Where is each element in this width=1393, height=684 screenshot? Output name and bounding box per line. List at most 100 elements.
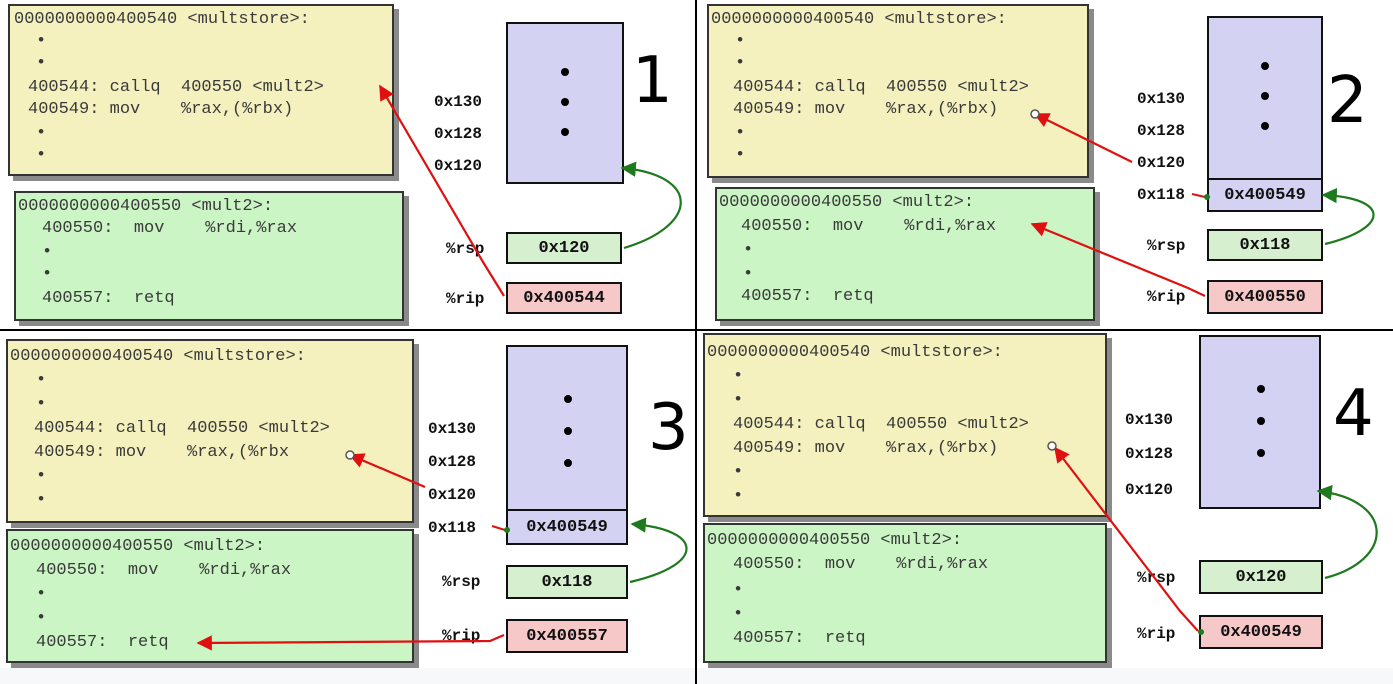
stack-address: 0x130 bbox=[1137, 90, 1186, 108]
stack-dot bbox=[564, 427, 572, 435]
stack-address: 0x128 bbox=[434, 125, 483, 143]
multstore-code-box: 0000000000400540 <multstore>: • • 400544… bbox=[6, 339, 414, 523]
stack-address: 0x130 bbox=[434, 93, 483, 111]
code-dot: • bbox=[733, 605, 744, 624]
code-dot: • bbox=[36, 146, 47, 165]
rsp-label: %rsp bbox=[1147, 237, 1186, 255]
multstore-code-box: 0000000000400540 <multstore>: • • 400544… bbox=[8, 4, 394, 176]
code-dot: • bbox=[733, 581, 744, 600]
stack-address: 0x128 bbox=[1137, 122, 1186, 140]
stack-dot bbox=[564, 459, 572, 467]
stack-dot bbox=[561, 68, 569, 76]
stack-dot bbox=[1261, 122, 1269, 130]
multstore-header: 0000000000400540 <multstore>: bbox=[707, 343, 1003, 362]
stack-dot bbox=[561, 128, 569, 136]
stack-address: 0x128 bbox=[428, 453, 477, 471]
stack-address: 0x130 bbox=[1125, 411, 1174, 429]
code-dot: • bbox=[735, 146, 746, 165]
mov-instruction: 400550: mov %rdi,%rax bbox=[36, 561, 292, 580]
step-number: 3 bbox=[648, 391, 689, 465]
stack-dot bbox=[1257, 417, 1265, 425]
stack-dot bbox=[564, 395, 572, 403]
panel-1: 0000000000400540 <multstore>: • • 400544… bbox=[0, 0, 695, 329]
multstore-header: 0000000000400540 <multstore>: bbox=[711, 10, 1007, 29]
rsp-register: 0x120 bbox=[506, 232, 622, 264]
code-dot: • bbox=[735, 124, 746, 143]
mult2-code-box: 0000000000400550 <mult2>: 400550: mov %r… bbox=[703, 523, 1107, 663]
rip-label: %rip bbox=[442, 627, 481, 645]
code-dot: • bbox=[36, 32, 47, 51]
multstore-code-box: 0000000000400540 <multstore>: • • 400544… bbox=[707, 4, 1089, 178]
code-dot: • bbox=[733, 463, 744, 482]
mult2-header: 0000000000400550 <mult2>: bbox=[719, 193, 975, 212]
mult2-code-box: 0000000000400550 <mult2>: 400550: mov %r… bbox=[6, 529, 414, 663]
multstore-code-box: 0000000000400540 <multstore>: • • 400544… bbox=[703, 333, 1107, 517]
stack-slot: 0x400549 bbox=[1207, 178, 1323, 212]
callq-instruction: 400544: callq 400550 <mult2> bbox=[733, 415, 1029, 434]
mov-instruction: 400550: mov %rdi,%rax bbox=[42, 219, 298, 238]
callq-instruction: 400544: callq 400550 <mult2> bbox=[34, 419, 330, 438]
stack bbox=[1207, 16, 1323, 184]
slot-address: 0x118 bbox=[1137, 186, 1186, 204]
mult2-code-box: 0000000000400550 <mult2>: 400550: mov %r… bbox=[14, 191, 404, 321]
mult2-header: 0000000000400550 <mult2>: bbox=[10, 537, 266, 556]
step-number: 4 bbox=[1333, 377, 1374, 451]
code-dot: • bbox=[743, 241, 754, 260]
rip-label: %rip bbox=[1147, 288, 1186, 306]
code-dot: • bbox=[36, 54, 47, 73]
rsp-register: 0x120 bbox=[1199, 560, 1323, 594]
stack-address: 0x130 bbox=[428, 420, 477, 438]
code-dot: • bbox=[36, 491, 47, 510]
code-dot: • bbox=[36, 124, 47, 143]
rsp-register: 0x118 bbox=[1207, 229, 1323, 261]
stack-address: 0x120 bbox=[1125, 481, 1174, 499]
rip-register: 0x400557 bbox=[506, 619, 628, 653]
retq-instruction: 400557: retq bbox=[42, 289, 175, 308]
stack-address: 0x120 bbox=[428, 486, 477, 504]
rip-label: %rip bbox=[1137, 625, 1176, 643]
code-dot: • bbox=[36, 585, 47, 604]
multstore-header: 0000000000400540 <multstore>: bbox=[10, 347, 306, 366]
stack bbox=[506, 345, 628, 515]
callq-instruction: 400544: callq 400550 <mult2> bbox=[28, 78, 324, 97]
mult2-header: 0000000000400550 <mult2>: bbox=[707, 531, 963, 550]
code-dot: • bbox=[36, 609, 47, 628]
code-dot: • bbox=[733, 487, 744, 506]
vertical-divider bbox=[695, 0, 697, 684]
retq-instruction: 400557: retq bbox=[733, 629, 866, 648]
rip-register: 0x400550 bbox=[1207, 280, 1323, 314]
mult2-code-box: 0000000000400550 <mult2>: 400550: mov %r… bbox=[715, 187, 1095, 321]
mult2-header: 0000000000400550 <mult2>: bbox=[18, 197, 274, 216]
stack-dot bbox=[1261, 92, 1269, 100]
retq-instruction: 400557: retq bbox=[36, 633, 169, 652]
rsp-label: %rsp bbox=[442, 573, 481, 591]
stack-address: 0x120 bbox=[434, 157, 483, 175]
mov-instruction: 400550: mov %rdi,%rax bbox=[741, 217, 997, 236]
mov-instruction: 400549: mov %rax,(%rbx) bbox=[733, 100, 999, 119]
stack-dot bbox=[1261, 62, 1269, 70]
rip-register: 0x400549 bbox=[1199, 615, 1323, 649]
mov-instruction: 400549: mov %rax,(%rbx) bbox=[28, 100, 294, 119]
step-number: 1 bbox=[632, 44, 673, 118]
slot-address: 0x118 bbox=[428, 519, 477, 537]
stack-slot: 0x400549 bbox=[506, 509, 628, 545]
code-dot: • bbox=[36, 467, 47, 486]
retq-instruction: 400557: retq bbox=[741, 287, 874, 306]
code-dot: • bbox=[42, 243, 53, 262]
code-dot: • bbox=[735, 32, 746, 51]
code-dot: • bbox=[733, 367, 744, 386]
rsp-label: %rsp bbox=[446, 240, 485, 258]
horizontal-divider bbox=[0, 329, 1393, 331]
panel-3: 0000000000400540 <multstore>: • • 400544… bbox=[0, 331, 695, 684]
mov-instruction: 400549: mov %rax,(%rbx bbox=[34, 443, 290, 462]
code-dot: • bbox=[36, 371, 47, 390]
stack-dot bbox=[1257, 449, 1265, 457]
step-number: 2 bbox=[1327, 64, 1368, 138]
stack-address: 0x120 bbox=[1137, 154, 1186, 172]
rip-label: %rip bbox=[446, 290, 485, 308]
panel-4: 0000000000400540 <multstore>: • • 400544… bbox=[697, 331, 1393, 684]
stack-dot bbox=[1257, 385, 1265, 393]
rip-register: 0x400544 bbox=[506, 282, 622, 314]
mov-instruction: 400549: mov %rax,(%rbx) bbox=[733, 439, 999, 458]
code-dot: • bbox=[36, 395, 47, 414]
